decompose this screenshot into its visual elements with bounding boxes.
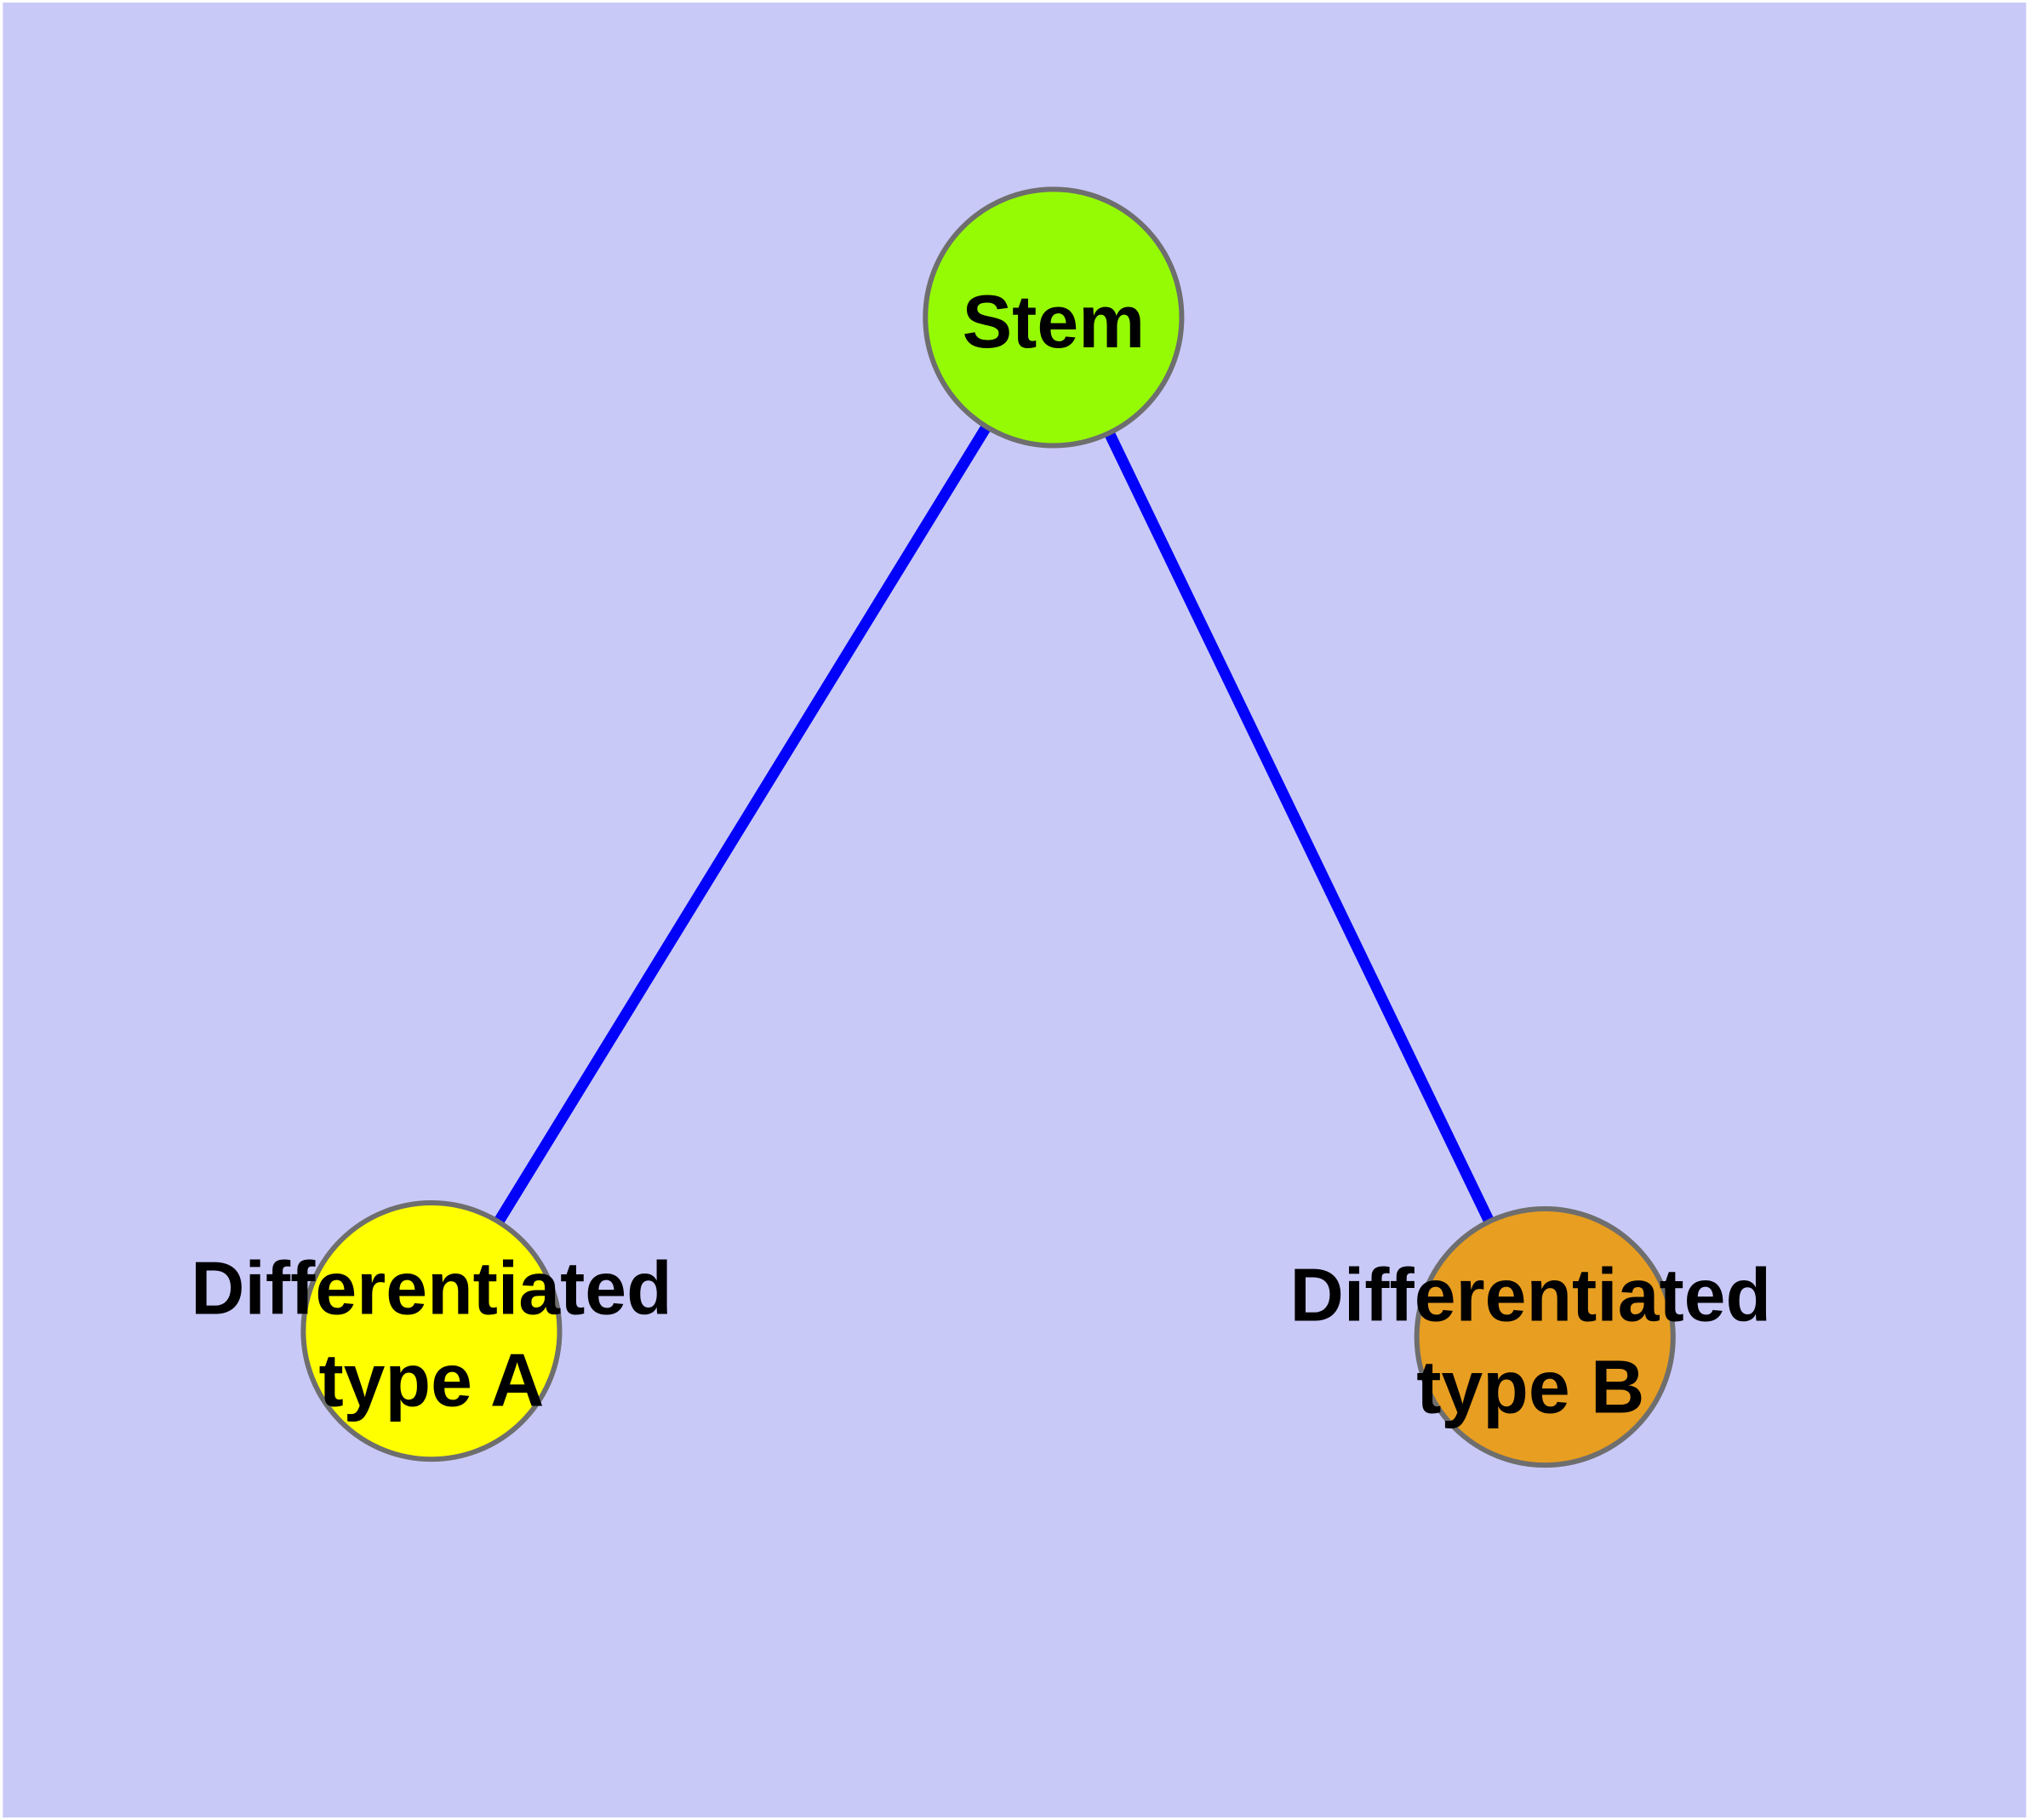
node-type-a-label-line1: Differentiated <box>191 1247 672 1331</box>
edge-stem-to-type-b <box>1049 315 1551 1340</box>
graph-svg: Stem Differentiated type A Differentiate… <box>3 3 2026 1817</box>
diagram-canvas: Stem Differentiated type A Differentiate… <box>3 3 2026 1817</box>
edge-stem-to-type-a <box>426 314 1059 1334</box>
node-stem <box>923 186 1185 449</box>
node-type-a-label-line2: type A <box>318 1338 544 1422</box>
node-stem-label: Stem <box>963 280 1146 363</box>
node-differentiated-type-b <box>1414 1206 1676 1468</box>
node-differentiated-type-a <box>300 1200 563 1462</box>
node-type-b-label-line2: type B <box>1416 1345 1644 1428</box>
node-type-b-label-line1: Differentiated <box>1290 1254 1772 1337</box>
